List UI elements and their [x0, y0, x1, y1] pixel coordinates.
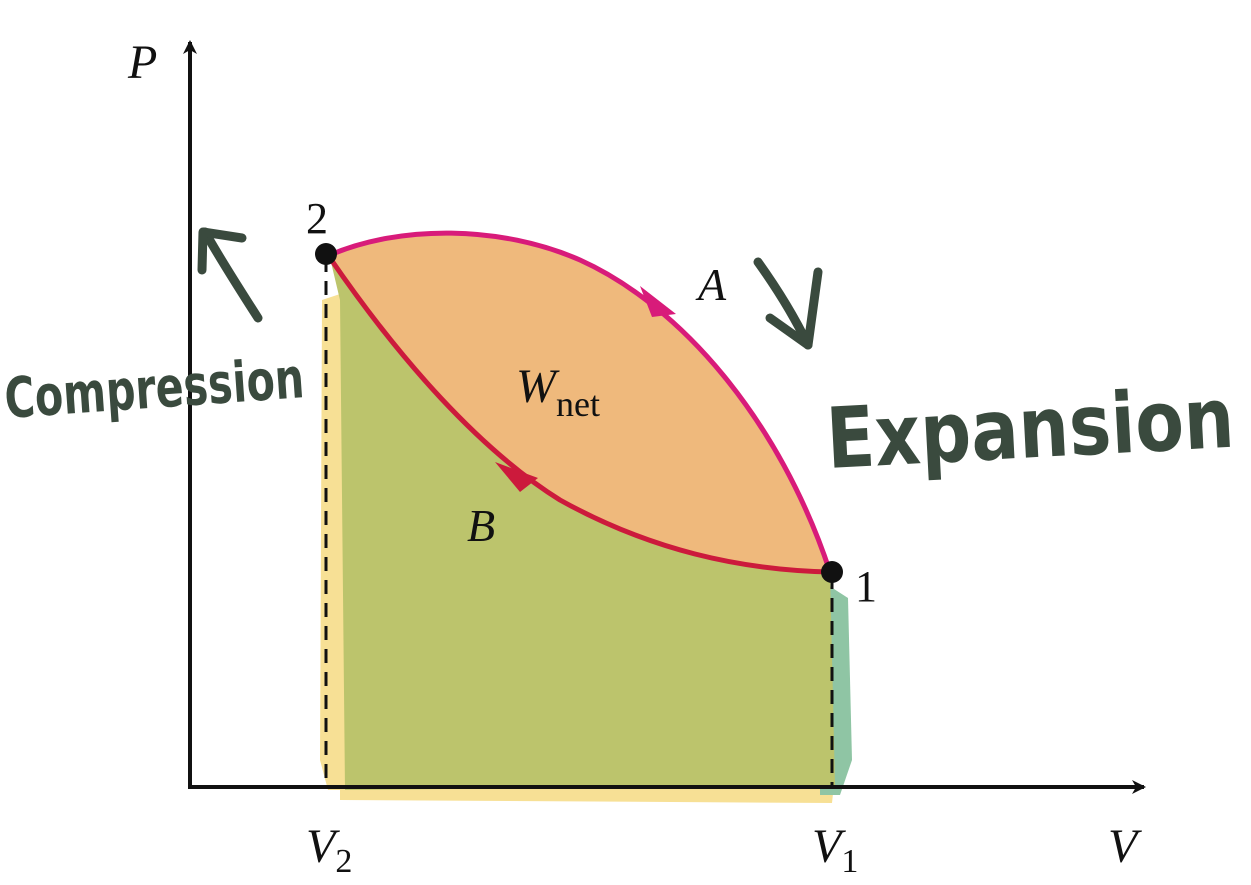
- area-under-curve-b: [330, 258, 835, 790]
- path-b-arrowhead: [495, 462, 538, 492]
- state-1-label: 1: [855, 562, 877, 611]
- net-work-subscript: net: [556, 384, 600, 424]
- compression-annotation: Compression: [2, 346, 306, 432]
- v1-base: V: [812, 820, 846, 873]
- net-work-base: W: [516, 360, 560, 413]
- path-a-curve: [329, 230, 833, 573]
- path-b-curve: [327, 256, 831, 575]
- state-2-point: [315, 243, 337, 265]
- state-2-label: 2: [306, 194, 328, 243]
- v1-subscript: 1: [841, 843, 858, 880]
- path-b-label: B: [467, 500, 495, 551]
- net-work-label: Wnet: [516, 360, 600, 424]
- state-1-point: [821, 561, 843, 583]
- hand-drawn-arrow-up-left-icon: [197, 227, 263, 323]
- v2-label: V2: [306, 820, 352, 880]
- net-work-region: [330, 233, 830, 572]
- hand-drawn-arrow-down-right-icon: [753, 257, 823, 350]
- p-axis-label: P: [127, 36, 157, 89]
- path-a-arrowhead: [640, 286, 676, 317]
- path-a-label: A: [695, 259, 727, 310]
- expansion-annotation: Expansion: [824, 369, 1237, 488]
- v2-base: V: [306, 820, 340, 873]
- v-axis-label: V: [1108, 820, 1142, 873]
- v1-label: V1: [812, 820, 858, 880]
- v2-subscript: 2: [335, 843, 352, 880]
